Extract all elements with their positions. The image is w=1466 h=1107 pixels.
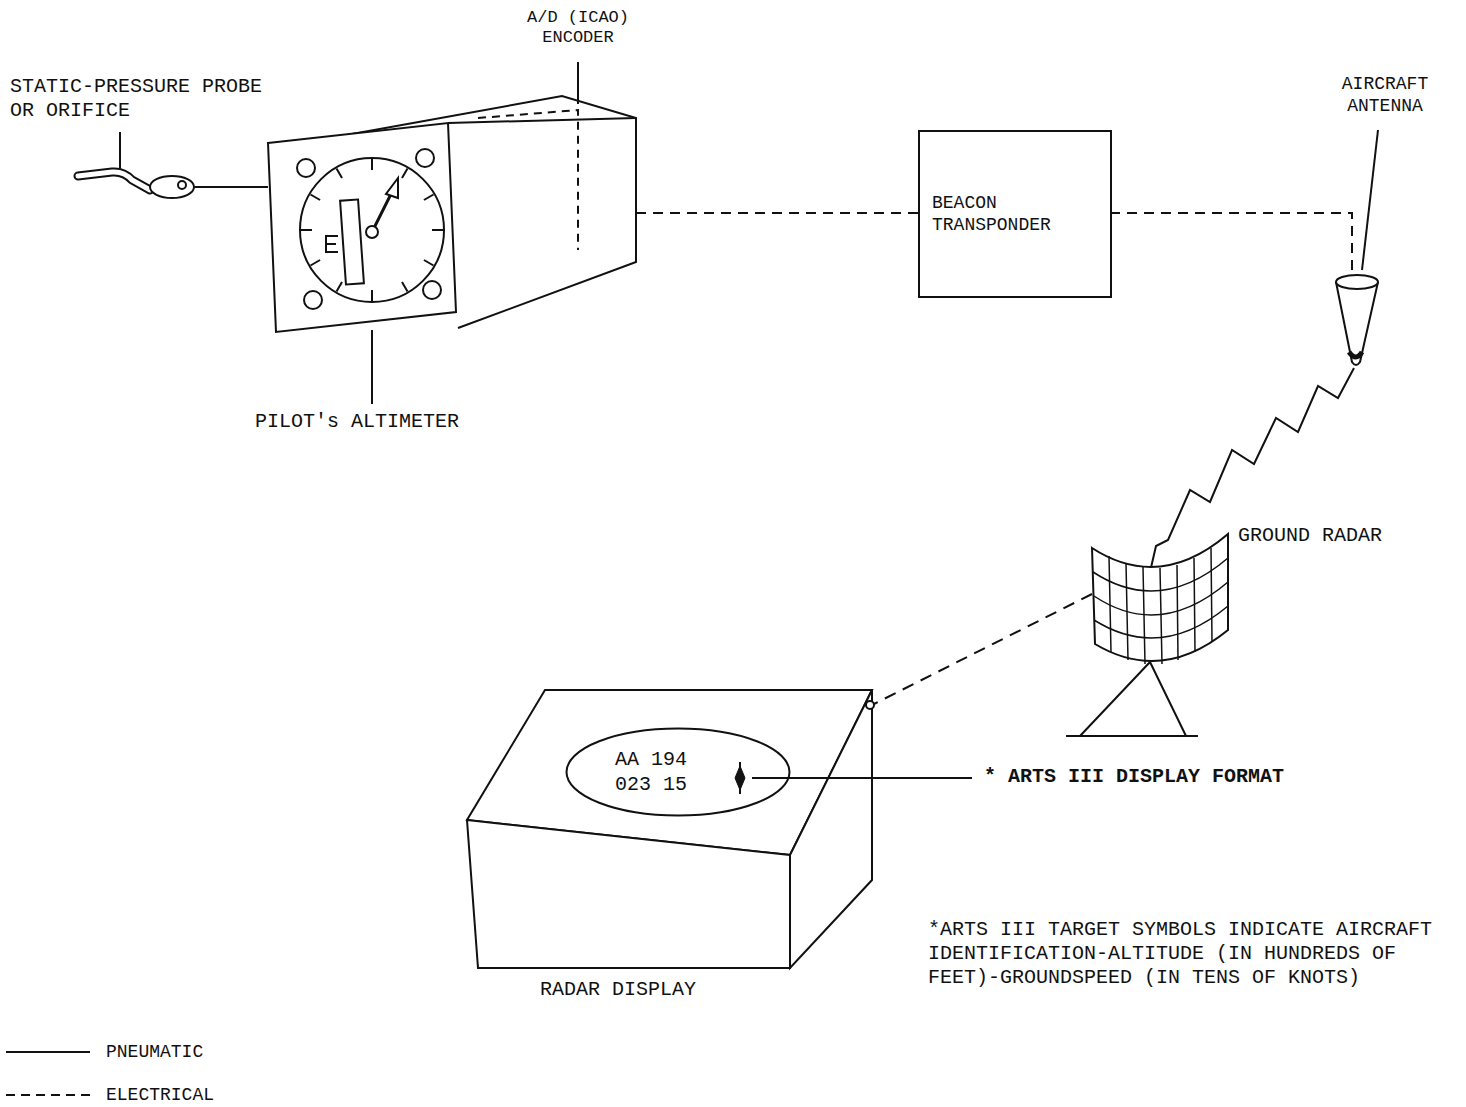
part-label: AIRCRAFT ANTENNA — [1330, 74, 1440, 117]
dial-tick — [311, 195, 321, 201]
leader-line — [752, 777, 972, 779]
dial-tick — [402, 169, 408, 179]
legend-row: ELECTRICAL — [4, 1083, 214, 1107]
node-text: 023 15 — [615, 772, 771, 797]
dial-tick — [337, 169, 343, 179]
footnote: *ARTS III TARGET SYMBOLS INDICATE AIRCRA… — [928, 918, 1452, 990]
legend-text: PNEUMATIC — [106, 1042, 203, 1062]
part-label: STATIC-PRESSURE PROBE OR ORIFICE — [10, 75, 282, 123]
electrical-wire — [1110, 213, 1352, 272]
ground-radar — [1066, 534, 1228, 736]
callout-note: * ARTS III DISPLAY FORMAT — [984, 765, 1344, 789]
pneumatic-line — [194, 186, 268, 188]
electrical-wire — [874, 594, 1092, 704]
dial-tick — [432, 229, 443, 231]
dial-tick — [337, 282, 343, 292]
legend-sample — [4, 1040, 92, 1064]
leader-line — [371, 330, 373, 404]
transponder-box: BEACON TRANSPONDER — [918, 130, 1112, 298]
leader-line — [577, 62, 579, 104]
electrical-wire — [636, 212, 918, 214]
static-probe — [78, 132, 194, 198]
legend-text: ELECTRICAL — [106, 1085, 214, 1105]
dial-tick — [311, 260, 321, 266]
altimeter-encoder — [268, 62, 636, 404]
leader-line — [119, 132, 121, 168]
leader-line — [1362, 130, 1378, 270]
part-label: A/D (ICAO) ENCODER — [518, 8, 638, 49]
aircraft-antenna — [1336, 130, 1378, 365]
legend-row: PNEUMATIC — [4, 1040, 203, 1064]
dial-tick — [371, 159, 373, 170]
dial-tick — [424, 195, 434, 201]
dial-tick — [301, 229, 312, 231]
node-text: AA 194 — [615, 747, 771, 772]
legend-sample — [4, 1083, 92, 1107]
node-text: BEACON TRANSPONDER — [932, 192, 1100, 237]
radar-display-console — [467, 690, 972, 968]
display-screen: AA 194023 15 — [565, 727, 791, 817]
part-label: GROUND RADAR — [1238, 524, 1438, 548]
part-label: PILOT's ALTIMETER — [255, 410, 495, 434]
dial-tick — [424, 260, 434, 266]
screen-ellipse — [567, 729, 790, 816]
part-label: RADAR DISPLAY — [540, 978, 740, 1002]
dial-tick — [402, 282, 408, 292]
screen-outline — [565, 727, 791, 817]
dial-tick — [371, 290, 373, 301]
